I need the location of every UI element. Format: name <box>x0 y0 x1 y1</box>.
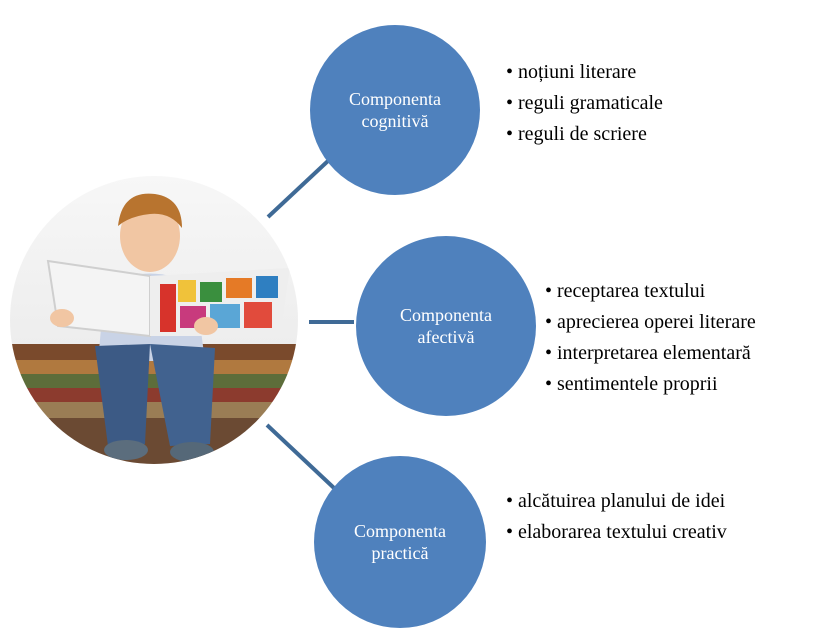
bullet-item: alcătuirea planului de idei <box>506 488 776 515</box>
circle-title-line2: practică <box>371 543 429 563</box>
circle-practical-component: Componenta practică <box>314 456 486 628</box>
bullet-item: reguli gramaticale <box>506 88 663 119</box>
circle-title-line1: Componenta <box>354 521 446 541</box>
cognitive-bullet-list: noțiuni literare reguli gramaticale regu… <box>506 57 663 150</box>
bullet-item: receptarea textului <box>545 276 756 307</box>
bullet-item: elaborarea textului creativ <box>506 519 776 546</box>
bullet-item: interpretarea elementară <box>545 338 756 369</box>
circle-title-line1: Componenta <box>400 305 492 325</box>
bullet-item: reguli de scriere <box>506 119 663 150</box>
circle-title-line2: cognitivă <box>361 111 429 131</box>
connector-practical <box>265 423 336 490</box>
circle-title-line2: afectivă <box>417 327 475 347</box>
bullet-item: sentimentele proprii <box>545 369 756 400</box>
bullet-item: aprecierea operei literare <box>545 307 756 338</box>
child-reading-book-icon <box>10 176 298 464</box>
circle-title-line1: Componenta <box>349 89 441 109</box>
circle-cognitive-component: Componenta cognitivă <box>310 25 480 195</box>
child-reading-photo <box>10 176 298 464</box>
bullet-item: noțiuni literare <box>506 57 663 88</box>
connector-cognitive <box>266 158 331 219</box>
circle-affective-component: Componenta afectivă <box>356 236 536 416</box>
practical-bullet-list: alcătuirea planului de idei elaborarea t… <box>506 488 776 550</box>
affective-bullet-list: receptarea textului aprecierea operei li… <box>545 276 756 400</box>
